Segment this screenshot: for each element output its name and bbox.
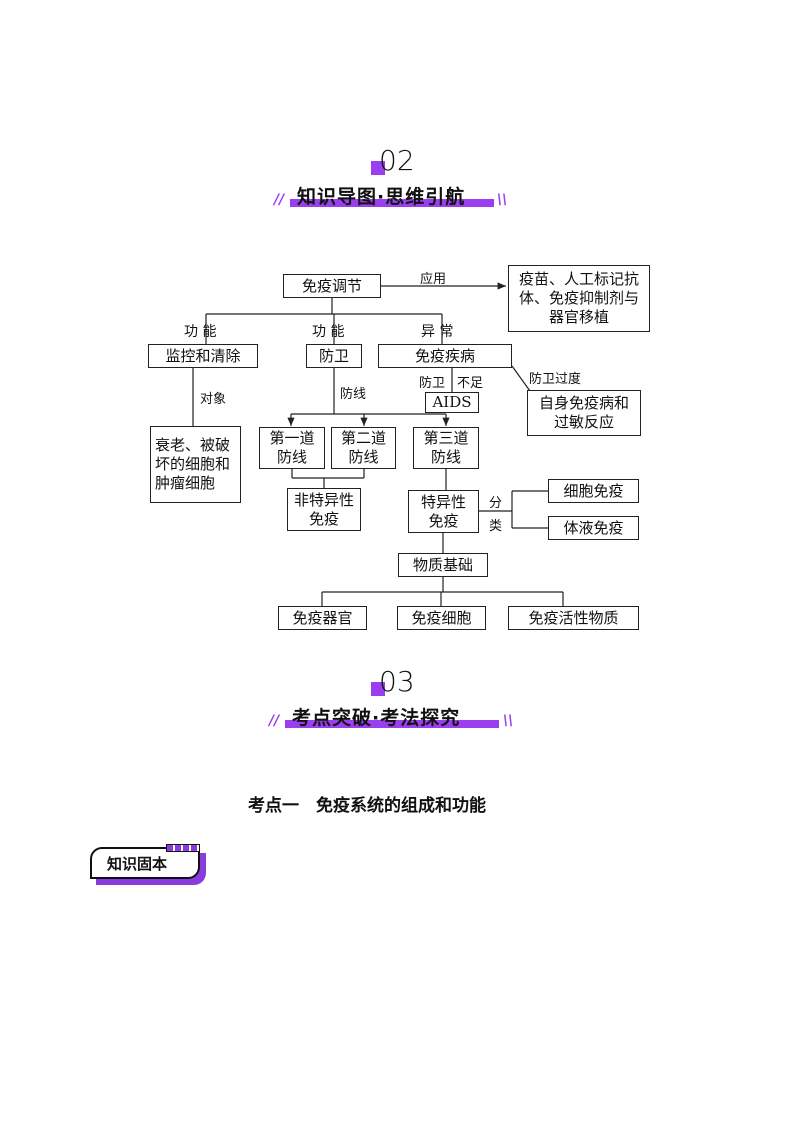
deficiency-label: 不足 xyxy=(457,376,484,391)
section-title: 考点突破·考法探究 xyxy=(292,707,461,729)
accent-square xyxy=(371,161,385,175)
object-node: 衰老、被破坏的细胞和肿瘤细胞 xyxy=(150,426,241,503)
overreaction-label: 防卫过度 xyxy=(529,372,582,387)
first-line-node: 第一道防线 xyxy=(259,427,325,469)
abnormal-label: 异 常 xyxy=(421,324,454,340)
basis-node: 物质基础 xyxy=(398,553,488,577)
active-substance-node: 免疫活性物质 xyxy=(508,606,639,630)
knowledge-badge: 知识固本 xyxy=(90,844,206,885)
accent-square xyxy=(371,682,385,696)
slash-decoration: \\ xyxy=(497,192,508,208)
monitor-node: 监控和清除 xyxy=(148,344,258,368)
badge-label: 知识固本 xyxy=(107,855,168,873)
object-label: 对象 xyxy=(200,392,227,407)
cellular-immunity-node: 细胞免疫 xyxy=(548,479,639,503)
function-label: 功 能 xyxy=(184,324,217,340)
title-underline xyxy=(290,199,494,207)
classify-label: 类 xyxy=(489,519,503,534)
application-node: 疫苗、人工标记抗体、免疫抑制剂与器官移植 xyxy=(508,265,650,332)
immune-cell-node: 免疫细胞 xyxy=(397,606,486,630)
classify-label: 分 xyxy=(489,496,503,511)
defense-line-label: 防线 xyxy=(340,387,367,402)
slash-decoration: // xyxy=(274,192,285,208)
slash-decoration: \\ xyxy=(503,713,514,729)
organ-node: 免疫器官 xyxy=(278,606,367,630)
defense-node: 防卫 xyxy=(306,344,362,368)
section-number: 02 xyxy=(379,144,415,177)
nonspecific-node: 非特异性免疫 xyxy=(287,488,361,531)
root-node: 免疫调节 xyxy=(283,274,381,298)
slash-decoration: // xyxy=(269,713,280,729)
topic-heading: 考点一 免疫系统的组成和功能 xyxy=(248,796,486,816)
deficiency-label: 防卫 xyxy=(419,376,446,391)
title-underline xyxy=(285,720,499,728)
autoimmune-node: 自身免疫病和过敏反应 xyxy=(527,390,641,436)
humoral-immunity-node: 体液免疫 xyxy=(548,516,639,540)
section-number: 03 xyxy=(379,665,415,698)
apply-label: 应用 xyxy=(420,272,447,287)
section-title: 知识导图·思维引航 xyxy=(297,186,466,208)
function-label: 功 能 xyxy=(312,324,345,340)
second-line-node: 第二道防线 xyxy=(331,427,396,469)
third-line-node: 第三道防线 xyxy=(413,427,479,469)
disease-node: 免疫疾病 xyxy=(378,344,512,368)
aids-node: AIDS xyxy=(425,392,479,413)
specific-node: 特异性免疫 xyxy=(408,490,479,533)
